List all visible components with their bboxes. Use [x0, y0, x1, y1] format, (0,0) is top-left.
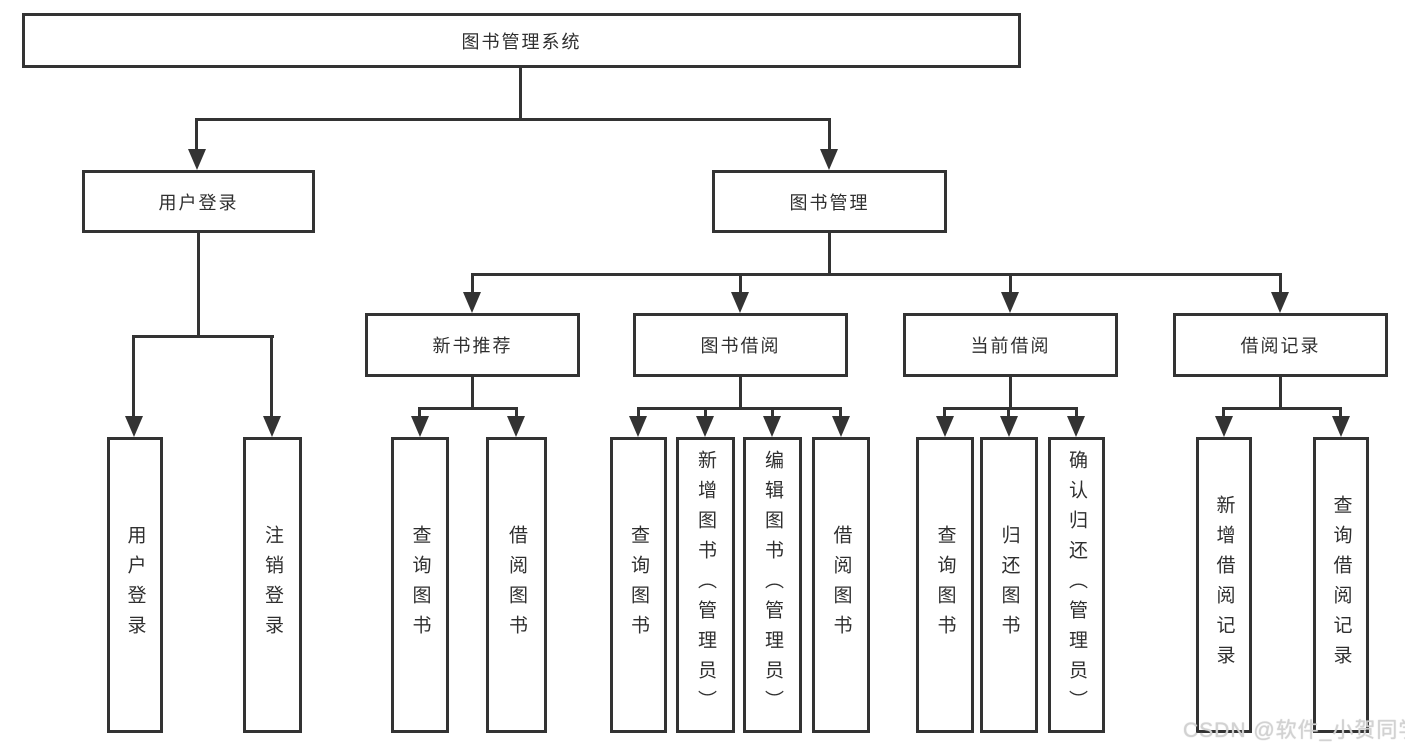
arrow-down-icon	[463, 292, 481, 313]
connector-line	[739, 375, 742, 409]
arrow-down-icon	[1332, 416, 1350, 437]
connector-line	[270, 335, 273, 418]
node-bb-edit-books-admin-label: 编辑图书（管理员）	[762, 450, 783, 720]
connector-line	[1279, 273, 1282, 294]
connector-line	[739, 273, 742, 294]
node-user-login-leaf-label: 用户登录	[124, 525, 146, 645]
node-book-borrow-label: 图书借阅	[700, 336, 781, 356]
connector-line	[471, 273, 474, 294]
node-cb-confirm-return-admin-label: 确认归还（管理员）	[1066, 450, 1087, 720]
node-borrow-records-label: 借阅记录	[1240, 336, 1321, 356]
connector-line	[519, 68, 522, 120]
connector-line	[418, 407, 518, 410]
node-nbr-query-books: 查询图书	[391, 437, 449, 733]
node-cb-confirm-return-admin: 确认归还（管理员）	[1048, 437, 1105, 733]
node-br-query-record-label: 查询借阅记录	[1330, 495, 1352, 675]
node-user-login-branch-label: 用户登录	[158, 192, 239, 213]
arrow-down-icon	[125, 416, 143, 437]
node-nbr-borrow-books: 借阅图书	[486, 437, 547, 733]
node-book-management: 图书管理	[712, 170, 947, 233]
connector-line	[839, 407, 842, 419]
arrow-down-icon	[936, 416, 954, 437]
connector-line	[828, 231, 831, 275]
connector-line	[1222, 407, 1342, 410]
connector-line	[828, 118, 831, 151]
connector-line	[771, 407, 774, 419]
arrow-down-icon	[1000, 416, 1018, 437]
connector-line	[1222, 407, 1225, 419]
node-bb-borrow-books: 借阅图书	[812, 437, 870, 733]
connector-line	[132, 335, 274, 338]
node-br-add-record-label: 新增借阅记录	[1213, 495, 1235, 675]
connector-line	[943, 407, 1078, 410]
connector-line	[1075, 407, 1078, 419]
arrow-down-icon	[1215, 416, 1233, 437]
node-logout-leaf-label: 注销登录	[262, 525, 283, 645]
connector-line	[471, 375, 474, 409]
connector-line	[637, 407, 640, 419]
node-bb-add-books-admin: 新增图书（管理员）	[676, 437, 735, 733]
connector-line	[1009, 273, 1012, 294]
node-book-management-label: 图书管理	[789, 192, 870, 213]
connector-line	[704, 407, 707, 419]
connector-line	[1007, 407, 1010, 419]
node-root: 图书管理系统	[22, 13, 1021, 68]
arrow-down-icon	[731, 292, 749, 313]
node-current-borrow-label: 当前借阅	[970, 336, 1051, 356]
node-bb-add-books-admin-label: 新增图书（管理员）	[695, 450, 716, 720]
node-nbr-query-books-label: 查询图书	[409, 525, 431, 645]
connector-line	[1339, 407, 1342, 419]
connector-line	[132, 335, 135, 418]
node-bb-edit-books-admin: 编辑图书（管理员）	[743, 437, 802, 733]
connector-line	[471, 273, 1282, 276]
node-cb-query-books: 查询图书	[916, 437, 974, 733]
node-book-borrow: 图书借阅	[633, 313, 848, 377]
arrow-down-icon	[507, 416, 525, 437]
connector-line	[637, 407, 842, 410]
node-br-add-record: 新增借阅记录	[1196, 437, 1252, 733]
arrow-down-icon	[832, 416, 850, 437]
connector-line	[1009, 375, 1012, 409]
connector-line	[195, 118, 831, 121]
node-bb-query-books-label: 查询图书	[628, 525, 649, 645]
node-br-query-record: 查询借阅记录	[1313, 437, 1369, 733]
arrow-down-icon	[763, 416, 781, 437]
arrow-down-icon	[411, 416, 429, 437]
arrow-down-icon	[629, 416, 647, 437]
node-borrow-records: 借阅记录	[1173, 313, 1388, 377]
arrow-down-icon	[820, 149, 838, 170]
node-nbr-borrow-books-label: 借阅图书	[506, 525, 527, 645]
node-user-login-leaf: 用户登录	[107, 437, 163, 733]
arrow-down-icon	[696, 416, 714, 437]
arrow-down-icon	[1271, 292, 1289, 313]
connector-line	[195, 118, 198, 151]
node-logout-leaf: 注销登录	[243, 437, 302, 733]
arrow-down-icon	[1067, 416, 1085, 437]
node-cb-query-books-label: 查询图书	[934, 525, 956, 645]
node-bb-borrow-books-label: 借阅图书	[830, 525, 852, 645]
node-new-book-recommend: 新书推荐	[365, 313, 580, 377]
node-current-borrow: 当前借阅	[903, 313, 1118, 377]
arrow-down-icon	[1001, 292, 1019, 313]
node-bb-query-books: 查询图书	[610, 437, 667, 733]
connector-line	[515, 407, 518, 419]
connector-line	[1279, 375, 1282, 409]
arrow-down-icon	[263, 416, 281, 437]
connector-line	[418, 407, 421, 419]
node-cb-return-books: 归还图书	[980, 437, 1038, 733]
csdn-watermark: CSDN @软件_小贺同学	[1183, 719, 1405, 742]
arrow-down-icon	[188, 149, 206, 170]
node-user-login-branch: 用户登录	[82, 170, 315, 233]
node-cb-return-books-label: 归还图书	[998, 525, 1020, 645]
node-root-label: 图书管理系统	[461, 31, 582, 52]
connector-line	[943, 407, 946, 419]
node-new-book-recommend-label: 新书推荐	[432, 336, 513, 356]
connector-line	[197, 231, 200, 337]
